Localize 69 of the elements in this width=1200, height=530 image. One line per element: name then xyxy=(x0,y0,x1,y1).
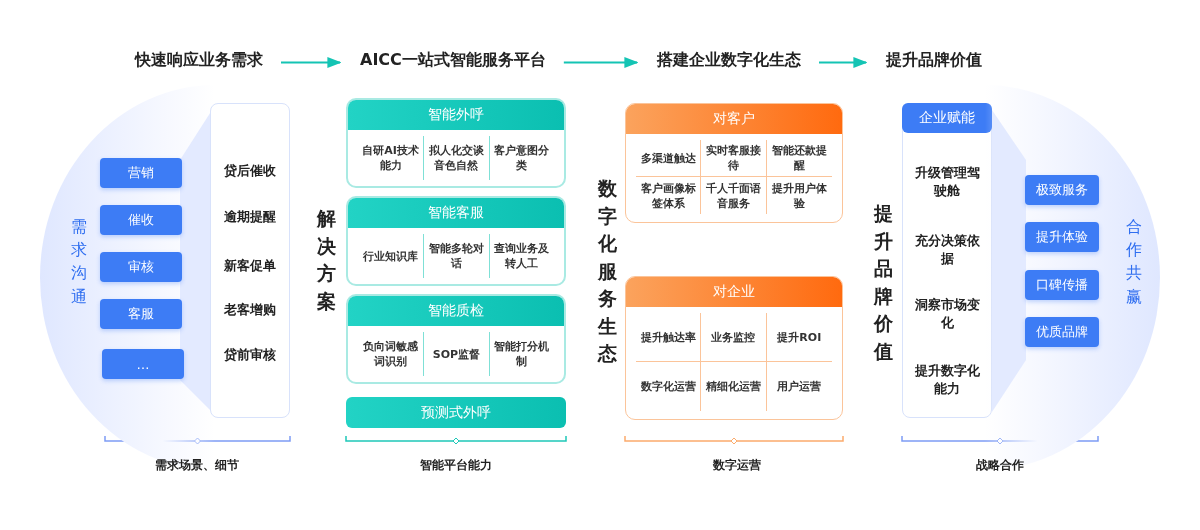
feature-card xyxy=(625,103,843,223)
side-label: 需求沟通 xyxy=(70,216,88,308)
arrow xyxy=(562,56,639,69)
list-item: 提升数字化能力 xyxy=(913,362,981,398)
grid-cell: 精细化运营 xyxy=(701,362,767,411)
step-heading: AICC一站式智能服务平台 xyxy=(360,50,546,71)
arrow xyxy=(280,56,342,69)
grid-cell: 提升ROI xyxy=(766,313,832,362)
list-item: 老客增购 xyxy=(223,301,277,319)
feature-card xyxy=(346,196,566,286)
grid-cell: SOP监督 xyxy=(423,332,489,376)
grid-cell: 拟人化交谈音色自然 xyxy=(423,136,489,180)
step-heading: 快速响应业务需求 xyxy=(135,50,263,71)
card-header: 对客户 xyxy=(626,104,842,134)
grid-cell: 多渠道触达 xyxy=(636,140,702,177)
grid-cell-text: 提升用户体验 xyxy=(770,180,828,212)
list-item: 新客促单 xyxy=(223,257,277,275)
section-label: 数字运营 xyxy=(713,457,761,474)
grid-cell: 智能打分机制 xyxy=(488,332,554,376)
side-label: 合作共赢 xyxy=(1125,216,1143,308)
card-header: 智能质检 xyxy=(348,296,564,326)
tag-box: 营销 xyxy=(100,158,182,188)
feature-card xyxy=(346,294,566,384)
card-header: 智能外呼 xyxy=(348,100,564,130)
grid-cell: 提升触达率 xyxy=(636,313,702,362)
arrow xyxy=(818,56,868,69)
section-label: 战略合作 xyxy=(976,457,1024,474)
grid-cell: 数字化运营 xyxy=(636,362,702,411)
panel-header: 企业赋能 xyxy=(902,103,992,133)
grid-cell: 智能多轮对话 xyxy=(423,234,489,278)
vertical-label: 提升品牌价值 xyxy=(873,201,894,364)
card-header: 对企业 xyxy=(626,277,842,307)
tag-box: 极致服务 xyxy=(1025,175,1099,205)
vertical-label: 解决方案 xyxy=(316,206,337,314)
list-item: 贷前审核 xyxy=(223,346,277,364)
tag-box: 口碑传播 xyxy=(1025,270,1099,300)
grid-cell: 客户意图分类 xyxy=(488,136,554,180)
grid-cell-text: 行业知识库 xyxy=(362,248,420,265)
feature-bar: 预测式外呼 xyxy=(346,397,566,428)
list-item: 洞察市场变化 xyxy=(913,296,981,332)
grid-cell: 客户画像标签体系 xyxy=(636,177,702,214)
list-item: 逾期提醒 xyxy=(223,208,277,226)
tag-box: 审核 xyxy=(100,252,182,282)
list-item: 贷后催收 xyxy=(223,162,277,180)
grid-cell: 千人千面语音服务 xyxy=(701,177,767,214)
grid-cell-text: 自研AI技术能力 xyxy=(361,143,420,174)
tag-box: … xyxy=(102,349,184,379)
tag-box: 提升体验 xyxy=(1025,222,1099,252)
tag-box: 优质品牌 xyxy=(1025,317,1099,347)
vertical-label: 数字化服务生态 xyxy=(597,176,618,367)
grid-cell: 智能还款提醒 xyxy=(766,140,832,177)
grid-cell-text: 负向词敏感词识别 xyxy=(362,339,420,370)
section-label: 智能平台能力 xyxy=(420,457,492,474)
card-header: 智能客服 xyxy=(348,198,564,228)
section-label: 需求场景、细节 xyxy=(155,457,239,474)
list-item: 升级管理驾驶舱 xyxy=(913,164,981,200)
list-item: 充分决策依据 xyxy=(913,232,981,268)
feature-panel xyxy=(902,103,992,418)
feature-card xyxy=(625,276,843,420)
grid-cell-text: 用户运营 xyxy=(776,379,823,395)
tag-box: 客服 xyxy=(100,299,182,329)
tag-box: 催收 xyxy=(100,205,182,235)
step-heading: 搭建企业数字化生态 xyxy=(657,50,801,71)
feature-card xyxy=(346,98,566,188)
grid-cell: 业务监控 xyxy=(701,313,767,362)
grid-cell: 实时客服接待 xyxy=(701,140,767,177)
step-heading: 提升品牌价值 xyxy=(886,50,982,71)
list-panel xyxy=(210,103,290,418)
grid-cell: 查询业务及转人工 xyxy=(488,234,554,278)
